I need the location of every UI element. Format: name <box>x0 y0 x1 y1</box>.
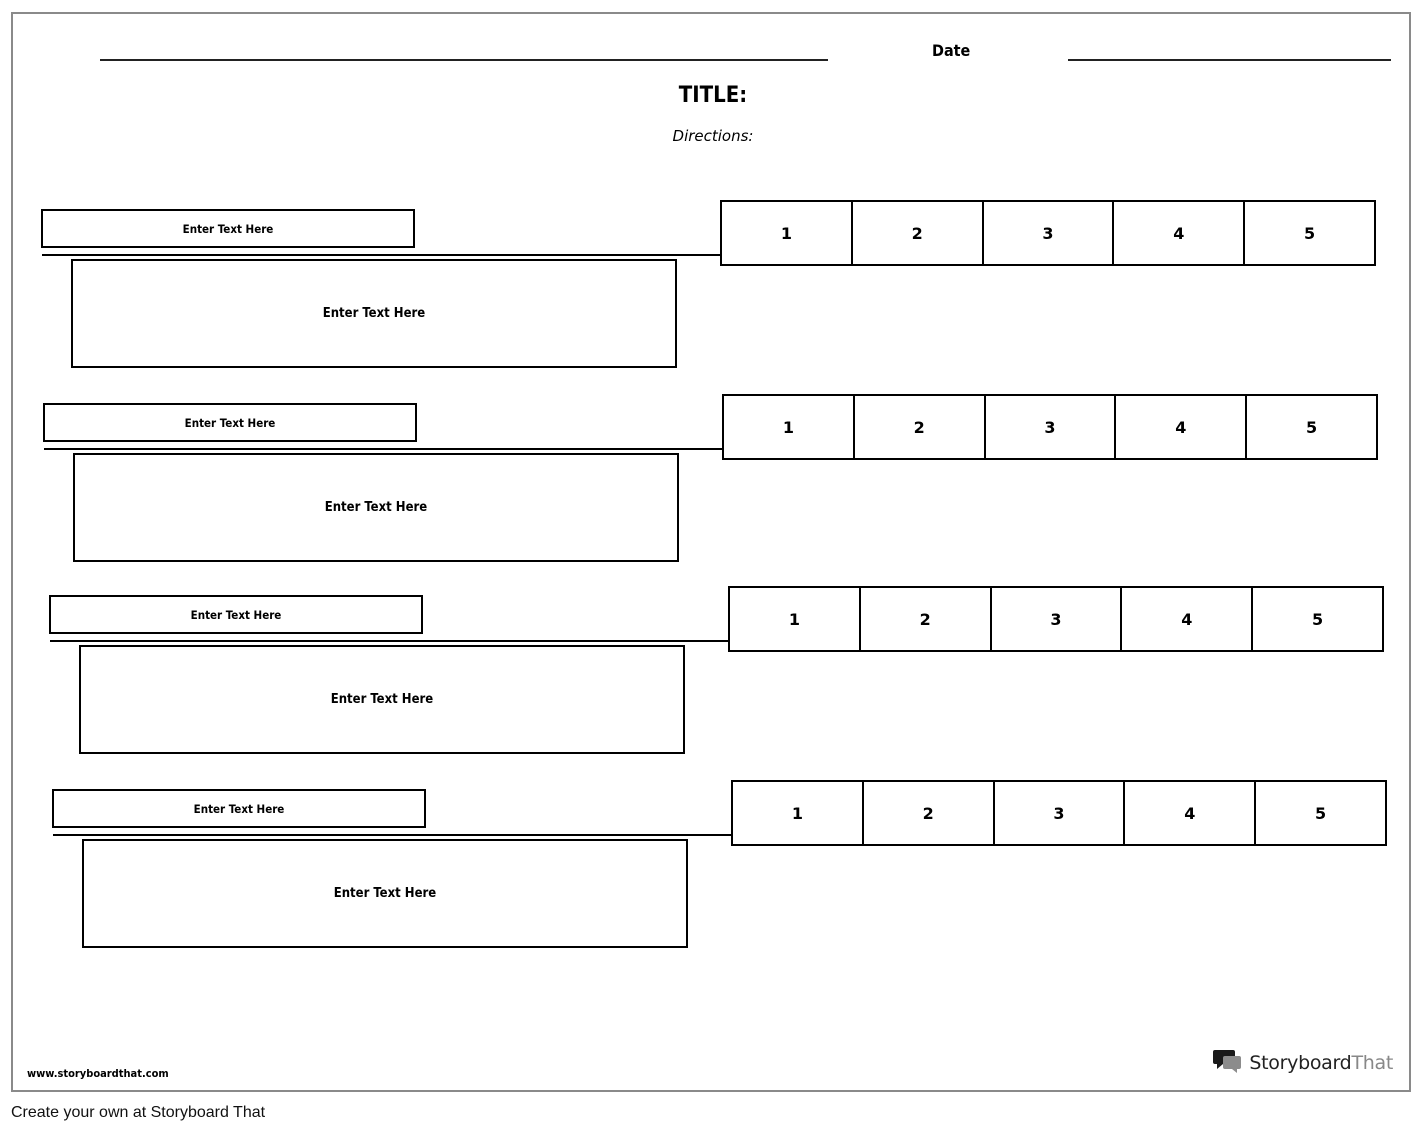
rating-scale: 1 2 3 4 5 <box>728 586 1384 652</box>
scale-cell-1[interactable]: 1 <box>782 417 794 437</box>
scale-cell-3[interactable]: 3 <box>981 202 1113 264</box>
scale-cell-4[interactable]: 4 <box>1112 202 1243 264</box>
scale-cell-4[interactable]: 4 <box>1120 588 1251 650</box>
connector-line <box>50 640 730 642</box>
scale-cell-3[interactable]: 3 <box>983 396 1115 458</box>
rating-row: Enter Text Here Enter Text Here 1 2 3 4 … <box>43 394 1403 564</box>
row-description-box[interactable]: Enter Text Here <box>71 259 677 368</box>
name-line <box>100 59 828 61</box>
create-caption[interactable]: Create your own at Storyboard That <box>11 1104 266 1121</box>
scale-cell-4[interactable]: 4 <box>1123 782 1254 844</box>
rating-row: Enter Text Here Enter Text Here 1 2 3 4 … <box>41 200 1401 370</box>
scale-cell-1[interactable]: 1 <box>791 803 803 823</box>
logo-wordmark: StoryboardThat <box>1249 1052 1393 1074</box>
scale-cell-5[interactable]: 5 <box>1251 588 1382 650</box>
row-label-box[interactable]: Enter Text Here <box>41 209 415 248</box>
date-label: Date <box>932 41 971 60</box>
rating-scale: 1 2 3 4 5 <box>720 200 1376 266</box>
row-label-box[interactable]: Enter Text Here <box>49 595 423 634</box>
scale-cell-3[interactable]: 3 <box>989 588 1121 650</box>
scale-cell-1[interactable]: 1 <box>780 223 792 243</box>
speech-bubbles-icon <box>1213 1048 1243 1078</box>
rating-scale: 1 2 3 4 5 <box>731 780 1387 846</box>
scale-cell-4[interactable]: 4 <box>1114 396 1245 458</box>
row-description-box[interactable]: Enter Text Here <box>79 645 685 754</box>
scale-cell-5[interactable]: 5 <box>1245 396 1376 458</box>
worksheet-title: TITLE: <box>678 83 748 108</box>
scale-cell-5[interactable]: 5 <box>1254 782 1385 844</box>
logo-word-dark: Storyboard <box>1249 1052 1352 1074</box>
row-description-box[interactable]: Enter Text Here <box>82 839 688 948</box>
connector-line <box>53 834 733 836</box>
scale-cell-2[interactable]: 2 <box>852 396 984 458</box>
scale-cell-2[interactable]: 2 <box>850 202 982 264</box>
scale-cell-1[interactable]: 1 <box>788 609 800 629</box>
scale-cell-5[interactable]: 5 <box>1243 202 1374 264</box>
logo-word-light: That <box>1351 1052 1393 1074</box>
scale-cell-2[interactable]: 2 <box>861 782 993 844</box>
scale-cell-2[interactable]: 2 <box>858 588 990 650</box>
row-label-box[interactable]: Enter Text Here <box>52 789 426 828</box>
scale-cell-3[interactable]: 3 <box>992 782 1124 844</box>
worksheet: e Date TITLE: Directions: Enter Text Her… <box>11 12 1411 1092</box>
rating-row: Enter Text Here Enter Text Here 1 2 3 4 … <box>49 586 1409 756</box>
row-description-box[interactable]: Enter Text Here <box>73 453 679 562</box>
storyboardthat-logo: StoryboardThat <box>1213 1048 1393 1078</box>
date-line <box>1068 59 1391 61</box>
rating-row: Enter Text Here Enter Text Here 1 2 3 4 … <box>52 780 1409 950</box>
directions: Directions: <box>672 127 754 145</box>
connector-line <box>42 254 722 256</box>
rating-scale: 1 2 3 4 5 <box>722 394 1378 460</box>
connector-line <box>44 448 724 450</box>
row-label-box[interactable]: Enter Text Here <box>43 403 417 442</box>
site-url: www.storyboardthat.com <box>27 1067 169 1080</box>
